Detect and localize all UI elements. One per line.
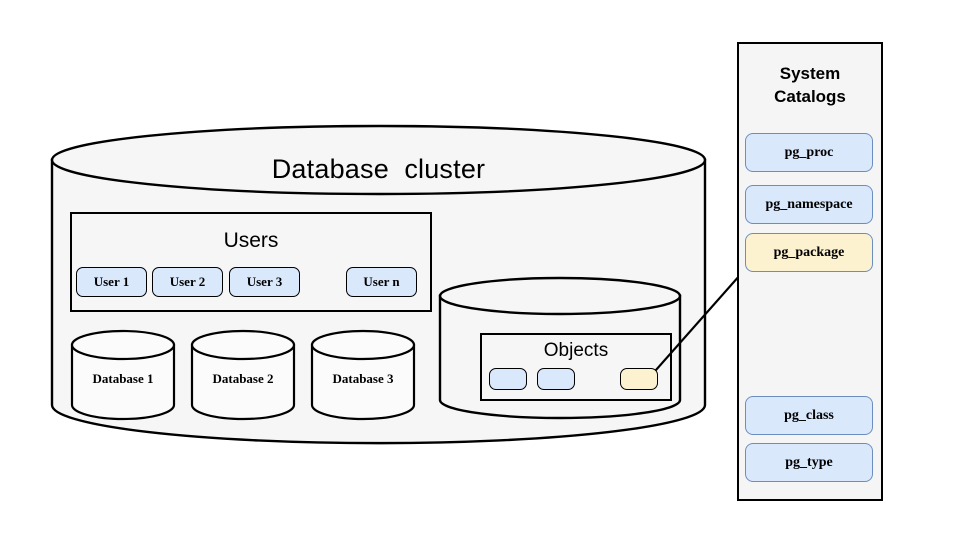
system-catalogs-title-line1: System: [779, 64, 841, 83]
user-chip-2[interactable]: User 2: [152, 267, 223, 297]
cluster-top-ellipse: [50, 124, 707, 196]
catalog-box-pg-type[interactable]: pg_type: [745, 443, 873, 482]
objects-chip-2[interactable]: [537, 368, 575, 390]
database-cylinder-2: [190, 329, 296, 421]
objects-group-title: Objects: [543, 340, 609, 361]
page-title: Database cluster: [271, 154, 486, 184]
system-catalogs-title-line2: Catalogs: [774, 87, 846, 106]
objects-chip-yellow[interactable]: [620, 368, 658, 390]
catalog-box-pg-class[interactable]: pg_class: [745, 396, 873, 435]
database-label-1: Database 1: [92, 371, 154, 386]
objects-group-frame: [480, 333, 672, 401]
catalog-box-pg-namespace[interactable]: pg_namespace: [745, 185, 873, 224]
users-group-title: Users: [223, 229, 279, 252]
user-chip-1[interactable]: User 1: [76, 267, 147, 297]
users-group-frame: [70, 212, 432, 312]
objects-chip-1[interactable]: [489, 368, 527, 390]
database-cylinder-1: [70, 329, 176, 421]
database-label-2: Database 2: [212, 371, 274, 386]
user-chip-3[interactable]: User 3: [229, 267, 300, 297]
database-label-3: Database 3: [332, 371, 394, 386]
catalog-box-pg-package[interactable]: pg_package: [745, 233, 873, 272]
database-cylinder-3: [310, 329, 416, 421]
user-chip-n[interactable]: User n: [346, 267, 417, 297]
catalog-box-pg-proc[interactable]: pg_proc: [745, 133, 873, 172]
